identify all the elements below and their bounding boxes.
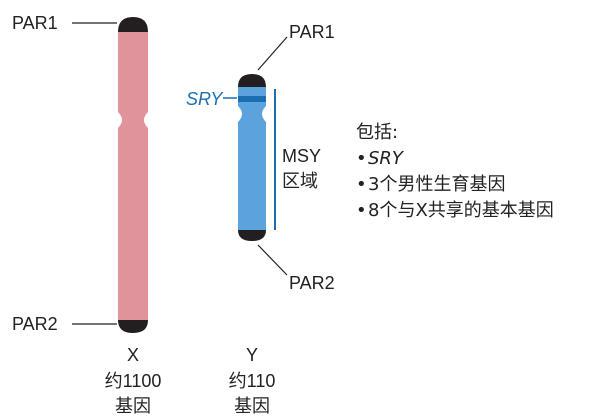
includes-heading: 包括: — [356, 122, 399, 143]
x-gene-count: 约1100 — [104, 371, 162, 391]
y-gene-count: 约110 — [228, 371, 276, 391]
x-par1-label: PAR1 — [12, 13, 58, 33]
bullet-icon: • — [356, 148, 367, 169]
list-item: •3个男性生育基因 — [356, 172, 554, 198]
msy-label-line2: 区域 — [282, 171, 318, 191]
bullet-icon: • — [356, 174, 367, 195]
y-par1-leader — [257, 36, 288, 71]
sry-label: SRY — [186, 89, 223, 109]
x-telomere-top — [118, 17, 148, 32]
list-item: •8个与X共享的基本基因 — [356, 198, 554, 224]
y-chromosome — [238, 74, 266, 241]
x-gene-unit: 基因 — [115, 396, 151, 416]
msy-label-line1: MSY — [282, 146, 322, 166]
y-gene-unit: 基因 — [234, 396, 270, 416]
y-telomere-top — [238, 74, 266, 87]
bullet-icon: • — [356, 200, 367, 221]
x-name-label: X — [126, 345, 139, 365]
x-chromosome-body — [118, 32, 148, 320]
y-par2-label: PAR2 — [289, 273, 335, 293]
list-item-text: SRY — [368, 148, 403, 169]
sry-band — [238, 96, 266, 102]
x-chromosome — [118, 17, 148, 333]
x-telomere-bottom — [118, 320, 148, 333]
list-item-text: 8个与X共享的基本基因 — [368, 200, 554, 221]
y-chromosome-body — [238, 87, 266, 230]
y-telomere-bottom — [238, 230, 266, 241]
list-item-text: 3个男性生育基因 — [368, 174, 506, 195]
y-par2-leader — [257, 244, 288, 276]
y-name-label: Y — [245, 345, 258, 365]
includes-list: 包括: •SRY •3个男性生育基因 •8个与X共享的基本基因 — [356, 120, 554, 224]
list-item: •SRY — [356, 146, 554, 172]
y-par1-label: PAR1 — [289, 22, 335, 42]
x-par2-label: PAR2 — [12, 314, 58, 334]
